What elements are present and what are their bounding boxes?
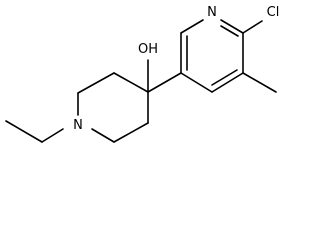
- piperidine-ring: [77, 72, 149, 143]
- bond-c5py-methyl: [242, 72, 277, 93]
- pyridine-ring: [180, 19, 244, 93]
- chemical-structure-diagram: OH N Cl N: [5, 5, 280, 143]
- bond-c4-c3a: [113, 72, 149, 93]
- chlorine-label: Cl: [267, 5, 280, 20]
- bond-c5py-c4py: [211, 72, 244, 93]
- bond-c4py-c3py: [180, 72, 213, 93]
- bond-n-c6py: [220, 19, 244, 34]
- piperidine-nitrogen-label: N: [73, 118, 83, 133]
- hydroxyl-label: OH: [138, 42, 158, 57]
- bond-n-c6py-double: [220, 25, 239, 37]
- bond-c2py-n: [180, 19, 204, 34]
- bond-c2b-c3b: [113, 122, 149, 143]
- ethyl-group: [5, 120, 64, 143]
- bond-n1-ch2: [41, 128, 64, 143]
- pyridine-nitrogen-label: N: [207, 5, 217, 20]
- bond-c3a-c2a: [77, 72, 115, 94]
- bond-ch2-ch3: [5, 120, 43, 143]
- bond-c4-pyridine: [147, 72, 182, 93]
- bond-c5py-c4py-double: [211, 69, 238, 86]
- bond-n1-c2b: [91, 128, 115, 143]
- bond-c6py-cl: [242, 20, 263, 34]
